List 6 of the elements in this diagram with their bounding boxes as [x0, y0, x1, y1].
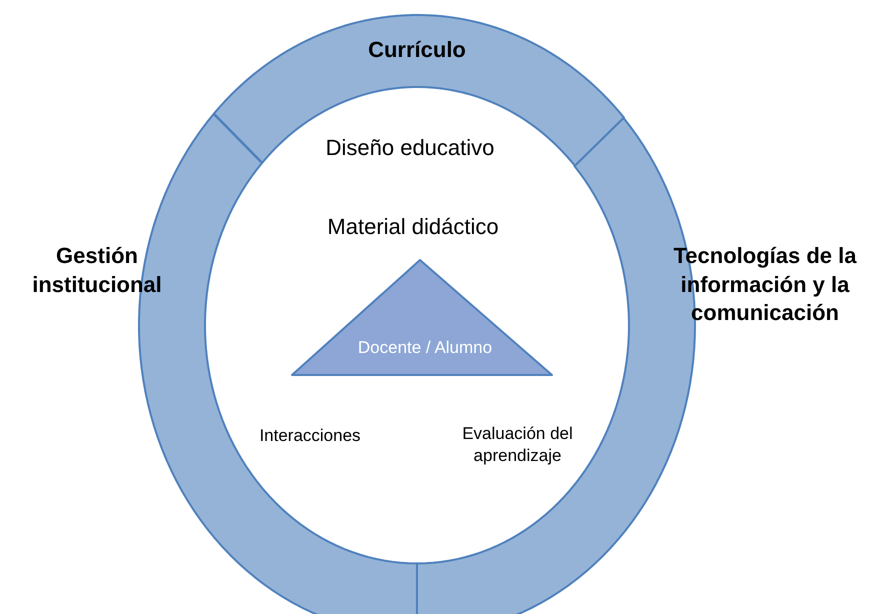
diagram-text: Interacciones [258, 425, 362, 447]
diagram-text: Evaluación del aprendizaje [461, 423, 574, 468]
segment-label: Currículo [367, 36, 467, 64]
diagram-text: Diseño educativo [324, 134, 496, 162]
diagram-text: Material didáctico [326, 213, 500, 241]
triangle-label: Docente / Alumno [356, 337, 494, 359]
